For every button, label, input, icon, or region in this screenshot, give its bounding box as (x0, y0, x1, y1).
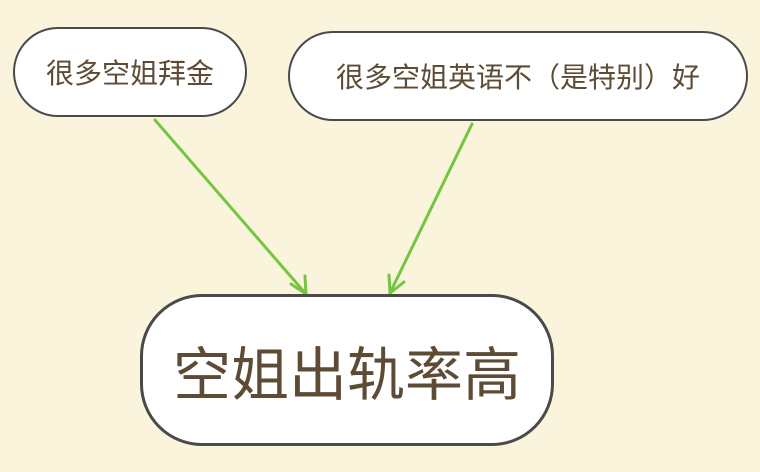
edge-cause-2-to-effect (387, 122, 474, 295)
arrow-line-2 (388, 122, 474, 295)
effect-node-label: 空姐出轨率高 (172, 341, 521, 409)
edge-cause-1-to-effect (153, 118, 308, 296)
effect-node-high-infidelity: 空姐出轨率高 (140, 294, 554, 446)
cause-node-gold-digging: 很多空姐拜金 (13, 27, 247, 117)
arrow-line-1 (153, 118, 308, 296)
cause-node-label-1: 很多空姐拜金 (45, 57, 214, 90)
arrowhead-2-icon (387, 273, 406, 295)
cause-node-poor-english: 很多空姐英语不（是特别）好 (288, 31, 748, 121)
cause-node-label-2: 很多空姐英语不（是特别）好 (335, 61, 700, 94)
